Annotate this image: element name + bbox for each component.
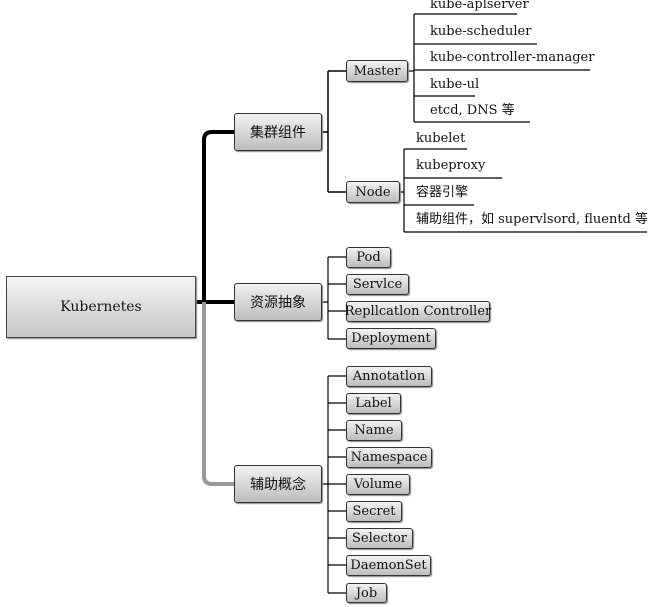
- category-cluster-components: 集群组件: [234, 113, 322, 151]
- abstraction-item-pod: Pod: [346, 247, 391, 268]
- auxiliary-item-namespace: Namespace: [346, 447, 432, 468]
- abstraction-item-lines: [322, 256, 346, 340]
- link-cluster-subs: [322, 70, 346, 193]
- master-item: etcd, DNS 等: [430, 103, 515, 118]
- node-item: kubeproxy: [416, 158, 486, 173]
- auxiliary-item-name: Name: [346, 420, 402, 441]
- trunk-auxiliary: [202, 302, 234, 486]
- abstraction-item-deployment: Deployment: [346, 328, 436, 349]
- master-item: kube-ul: [430, 77, 480, 92]
- node-item-lines: [400, 148, 647, 233]
- master-item: kube-scheduler: [430, 24, 532, 39]
- abstraction-item-replication-controller: Repllcatlon Controller: [345, 301, 491, 322]
- master-item-lines: [408, 13, 590, 123]
- root-node-kubernetes: Kubernetes: [6, 276, 196, 338]
- node-item: 辅助组件，如 supervlsord, fluentd 等: [416, 212, 648, 227]
- auxiliary-item-volume: Volume: [346, 474, 410, 495]
- category-resource-abstraction: 资源抽象: [234, 283, 322, 321]
- auxiliary-item-daemonset: DaemonSet: [346, 555, 431, 576]
- node-master: Master: [346, 60, 408, 82]
- trunk-cluster: [196, 130, 234, 304]
- node-node: Node: [346, 181, 400, 203]
- node-item: kubelet: [416, 131, 466, 146]
- auxiliary-item-label: Label: [346, 393, 401, 414]
- auxiliary-item-job: Job: [346, 583, 387, 603]
- auxiliary-item-selector: Selector: [346, 528, 413, 549]
- abstraction-item-service: Servlce: [346, 274, 409, 295]
- master-item: kube-controller-manager: [430, 50, 595, 65]
- master-item: kube-aplserver: [430, 0, 529, 12]
- auxiliary-item-secret: Secret: [346, 501, 402, 522]
- node-item: 容器引擎: [416, 185, 469, 200]
- auxiliary-item-annotation: Annotatlon: [346, 366, 432, 387]
- auxiliary-item-lines: [322, 375, 346, 594]
- category-auxiliary-concepts: 辅助概念: [234, 465, 322, 503]
